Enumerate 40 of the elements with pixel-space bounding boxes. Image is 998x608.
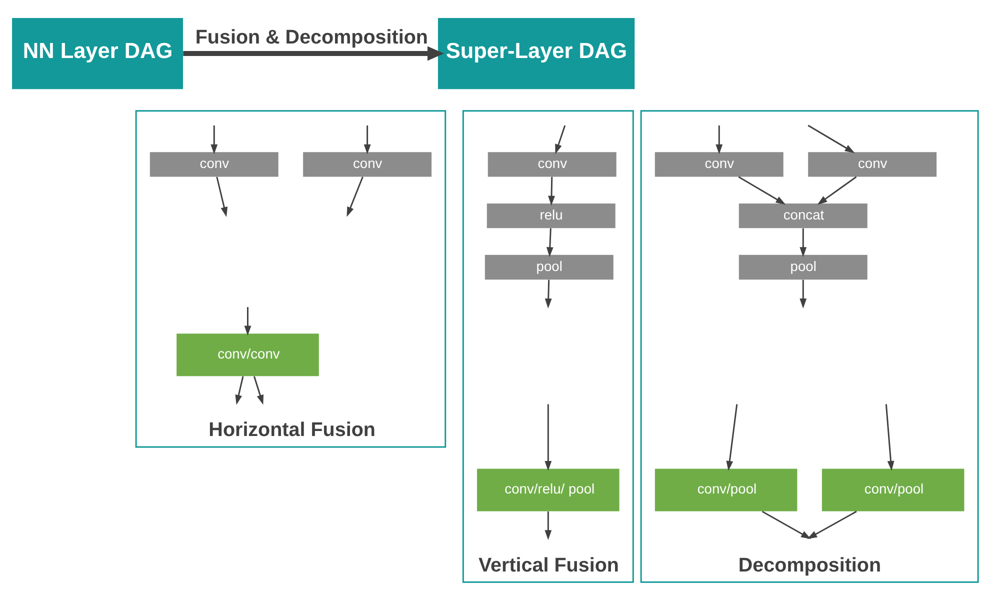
arrow [210,126,218,154]
arrow [800,280,807,308]
arrow [544,280,552,308]
arrow [762,510,811,539]
arrow [726,404,738,471]
node-box: Super-Layer DAG [438,18,635,90]
arrow [235,376,244,405]
node-box: NN Layer DAG [12,18,183,90]
arrow [817,176,857,205]
node-box: pool [738,254,868,280]
arrow [738,176,786,205]
node-box: conv/conv [176,334,319,376]
edge-label: Fusion & Decomposition [195,26,428,49]
node-box: conv [150,152,278,177]
node-box: conv/pool [822,468,964,512]
node-box: pool [484,254,614,280]
arrow [244,307,252,336]
arrow [548,176,555,206]
node-box: relu [486,203,616,228]
node-box: conv [808,152,937,177]
arrow [346,176,364,217]
arrow [364,126,371,154]
node-box: conv [303,152,432,177]
arrow [555,125,566,154]
arrow [716,126,723,154]
node-box: concat [738,203,868,228]
arrow [808,124,855,154]
node-box: conv/relu/ pool [477,468,620,512]
arrow [885,404,894,471]
node-box: conv/pool [654,468,798,512]
node-box: conv [654,152,784,177]
arrow [544,404,552,471]
arrow [546,228,554,258]
arrow [807,510,857,539]
arrow [183,46,444,61]
arrow [253,376,264,405]
arrow [544,511,552,540]
arrow [216,176,228,217]
node-box: conv [488,152,616,177]
arrow [800,228,807,258]
